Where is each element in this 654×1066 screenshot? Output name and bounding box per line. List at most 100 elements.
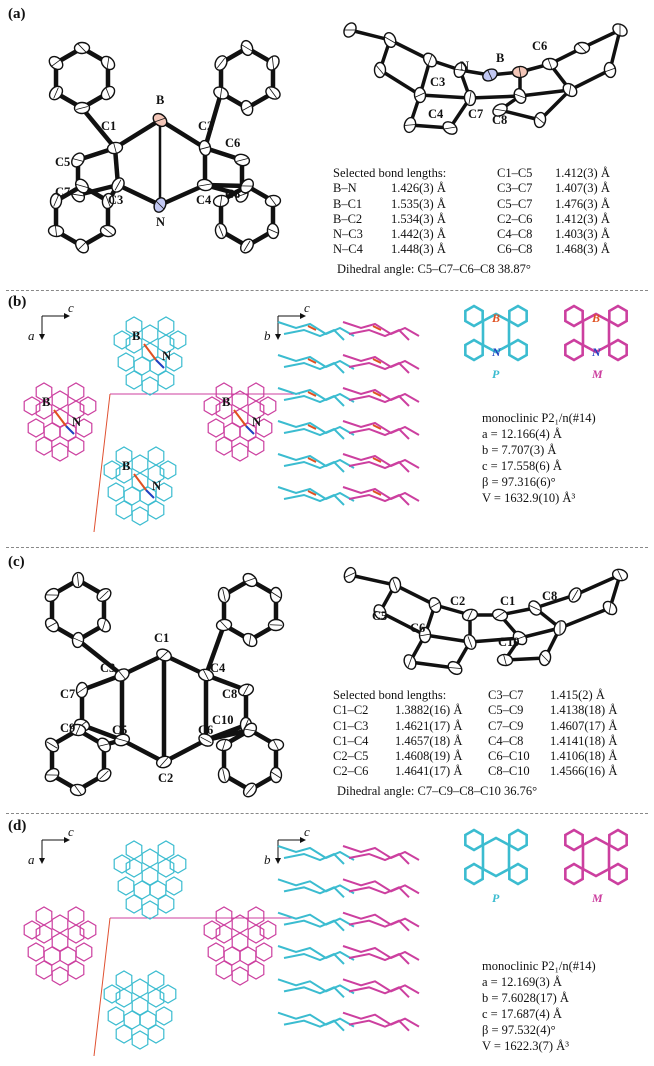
ring [564, 338, 584, 362]
ring [51, 914, 69, 934]
bn-bond [307, 325, 317, 331]
bond-name: C8–C10 [488, 764, 530, 779]
bond-length: 1.4141(18) Å [550, 733, 618, 748]
bond [419, 93, 471, 100]
ring [147, 970, 165, 990]
bond-length: 1.535(3) Å [391, 196, 446, 211]
ring [169, 330, 187, 350]
axis-label: c [68, 300, 74, 315]
side-molecule [343, 566, 629, 676]
ellipsoid-axis [248, 634, 252, 646]
ellipsoid-axis [243, 240, 251, 252]
molecule-edge-on [342, 911, 420, 932]
ring [147, 988, 165, 1008]
bond [394, 583, 436, 607]
cell-edge [93, 917, 111, 1057]
axis-indicator: ca [28, 824, 74, 867]
axis-label: c [304, 824, 310, 839]
bond-length: 1.476(3) Å [555, 196, 610, 211]
ellipsoid-axis [454, 68, 466, 72]
ring [67, 960, 85, 980]
ring [75, 418, 93, 438]
ring [113, 854, 131, 874]
central-ring [481, 312, 511, 354]
atom-label: C1 [154, 631, 169, 645]
bond [117, 182, 161, 208]
bond [469, 94, 521, 100]
ring [231, 442, 249, 462]
ring [115, 464, 133, 484]
ring [141, 848, 159, 868]
ring [141, 324, 159, 344]
bond [379, 68, 421, 97]
ring [157, 316, 175, 336]
ring [247, 382, 265, 402]
ellipsoid-axis [242, 684, 250, 696]
ring [207, 418, 225, 438]
ring [125, 894, 143, 914]
n-bond [65, 425, 75, 435]
dihedral-angle: Dihedral angle: C7–C9–C8–C10 36.76° [337, 784, 538, 798]
ellipsoid-axis [494, 108, 506, 112]
molecule-edge-on [277, 453, 355, 473]
ellipsoid-axis [429, 601, 441, 609]
atom-label-n: N [162, 349, 171, 363]
benzene-ring [212, 178, 282, 254]
enantiomer: BNP [464, 304, 528, 381]
ring [247, 436, 265, 456]
bn-bond [307, 391, 317, 397]
bond-name: C5–C7 [497, 196, 533, 211]
bn-bond [372, 391, 382, 397]
b-bond [133, 473, 147, 491]
bond [424, 633, 471, 644]
axis-arrow [39, 334, 45, 340]
ellipsoid-axis [514, 93, 526, 99]
atom-label: C10 [498, 635, 520, 649]
cell-parameter: β = 97.316(6)° [482, 475, 556, 489]
ring [51, 442, 69, 462]
ring [215, 906, 233, 926]
ellipsoid-axis [604, 67, 616, 73]
ellipsoid-axis [99, 590, 109, 600]
ring [608, 338, 628, 362]
ring [231, 966, 249, 986]
molecule-edge-on [277, 321, 355, 341]
ring [35, 960, 53, 980]
ellipsoid-axis [99, 770, 109, 780]
ring [215, 400, 233, 420]
ellipsoid-axis [219, 87, 223, 99]
ring [103, 460, 121, 480]
ellipsoid-axis [267, 228, 279, 234]
atom-label: C4 [428, 107, 444, 121]
crystal-packing-ac-view: ca [23, 824, 300, 1057]
bond [159, 182, 206, 208]
ellipsoid-axis [245, 785, 255, 795]
ellipsoid-axis [407, 656, 413, 668]
axis-arrow [300, 313, 306, 319]
axis-arrow [300, 837, 306, 843]
benzene-ring [47, 178, 117, 254]
ellipsoid-axis [76, 686, 88, 694]
ellipsoid-axis [518, 66, 522, 78]
ring [141, 376, 159, 396]
atom-label: C7 [468, 107, 483, 121]
ring [51, 966, 69, 986]
ring [157, 334, 175, 354]
ellipsoid-axis [54, 224, 58, 238]
divider [6, 547, 648, 548]
ellipsoid-axis [269, 624, 282, 626]
crystal-packing-bc-view: cb [264, 824, 420, 1032]
side-molecule [343, 22, 628, 135]
ring [608, 828, 628, 852]
ring [115, 1024, 133, 1044]
ring [67, 400, 85, 420]
ellipsoid-axis [617, 569, 623, 581]
